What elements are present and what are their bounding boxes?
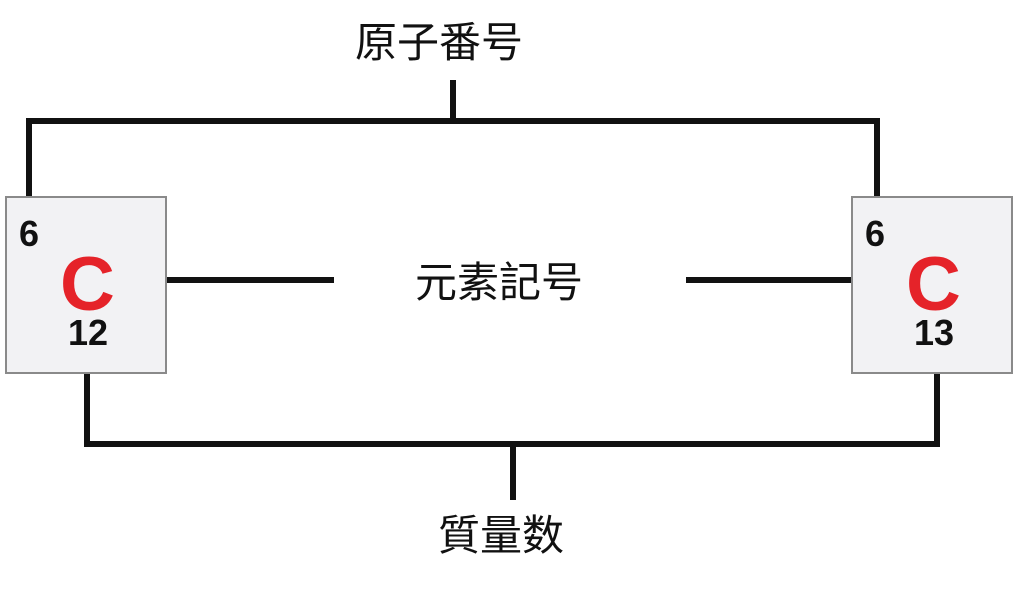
atomic-number: 6 bbox=[19, 213, 40, 254]
isotope-box-carbon-12: 6 C 12 bbox=[5, 196, 167, 374]
element-symbol-label: 元素記号 bbox=[415, 258, 584, 307]
mass-number-label: 質量数 bbox=[438, 511, 565, 560]
atomic-number-label: 原子番号 bbox=[355, 18, 524, 67]
element-symbol: C bbox=[60, 242, 115, 327]
atomic-number: 6 bbox=[865, 213, 886, 254]
mass-number: 13 bbox=[914, 312, 955, 353]
mass-number-bracket bbox=[84, 360, 940, 500]
isotope-box-carbon-13: 6 C 13 bbox=[851, 196, 1013, 374]
mass-number: 12 bbox=[68, 312, 109, 353]
atomic-number-bracket bbox=[26, 80, 880, 198]
element-symbol: C bbox=[906, 242, 961, 327]
